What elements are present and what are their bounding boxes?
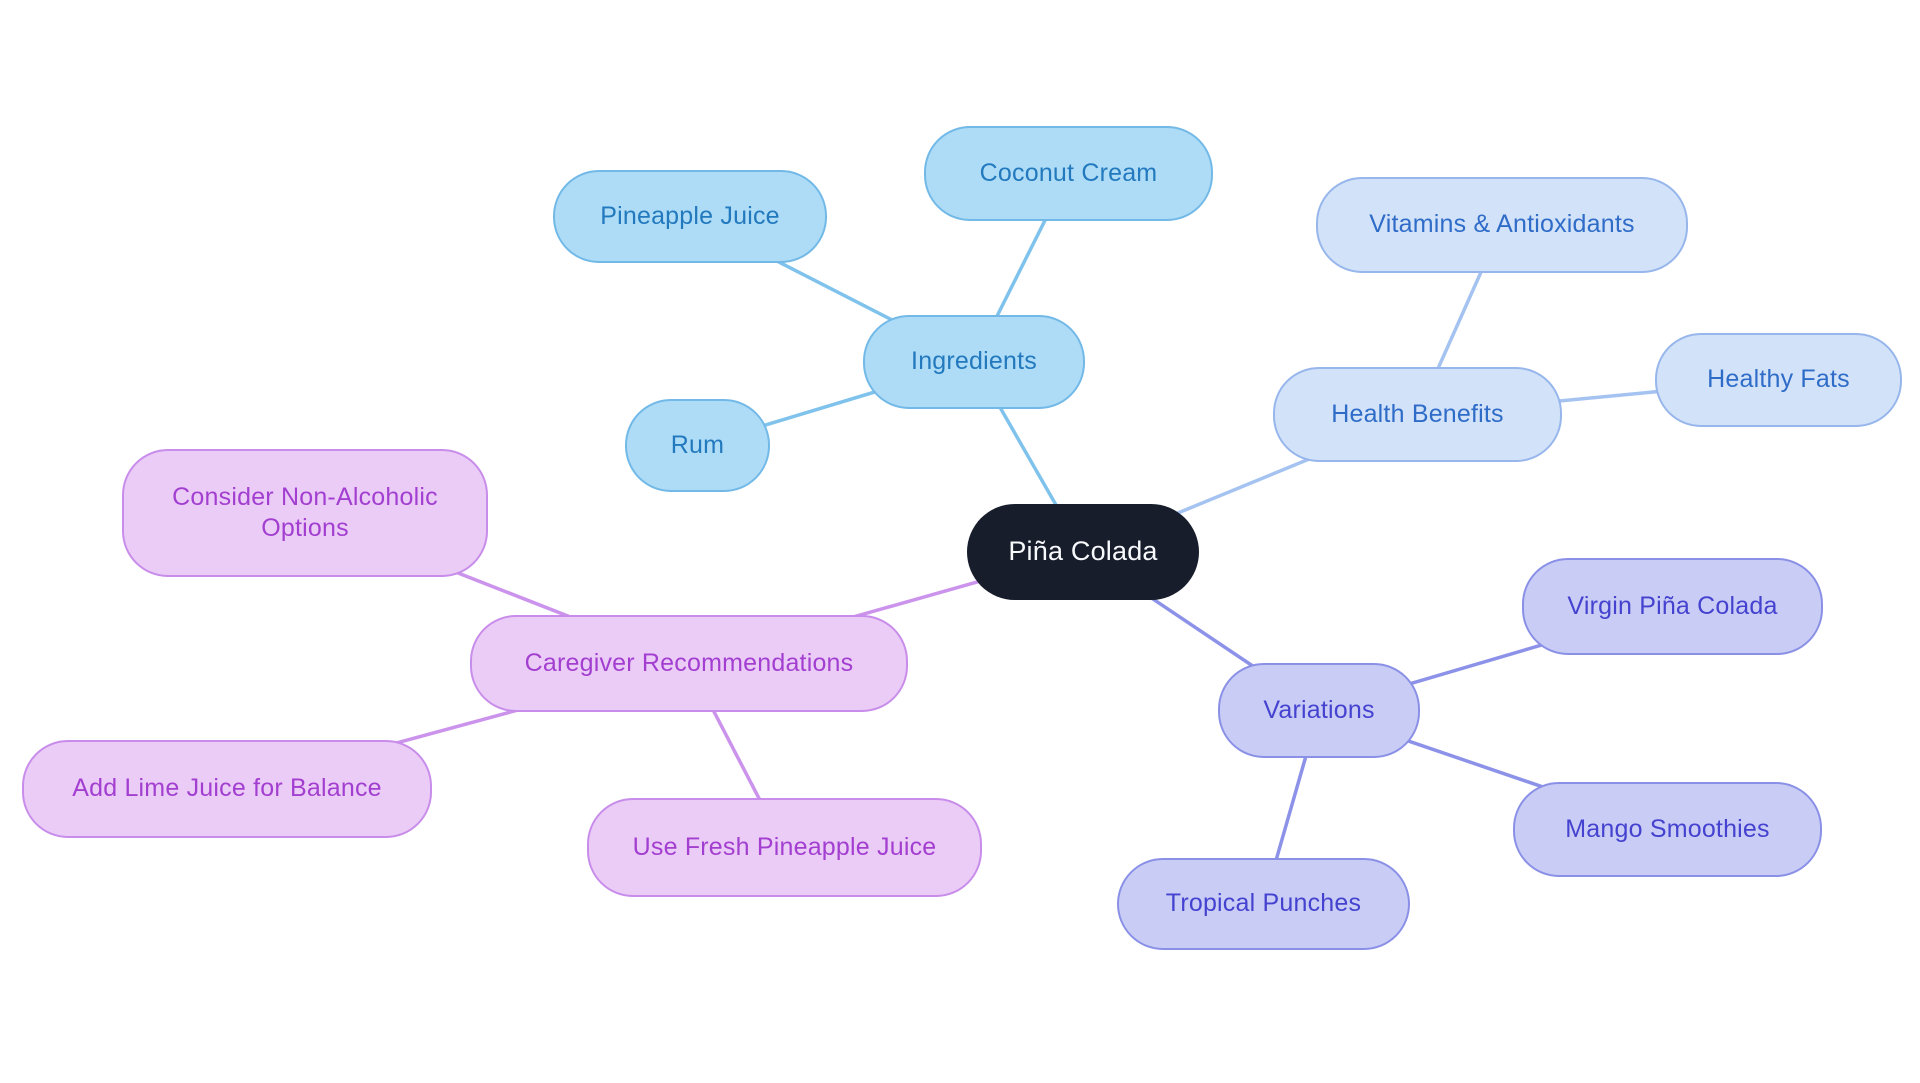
mindmap-node-variations[interactable]: Variations (1218, 663, 1420, 758)
node-label: Tropical Punches (1165, 889, 1362, 918)
mindmap-node-vitamins-antioxidants[interactable]: Vitamins & Antioxidants (1316, 177, 1688, 273)
mindmap-node-caregiver-recommendations[interactable]: Caregiver Recommendations (470, 615, 908, 712)
mindmap-node-pina-colada[interactable]: Piña Colada (967, 504, 1199, 600)
node-label: Ingredients (911, 347, 1037, 376)
node-label: Add Lime Juice for Balance (72, 774, 382, 803)
node-label: Health Benefits (1331, 399, 1504, 428)
node-label: Piña Colada (1008, 536, 1158, 567)
mindmap-node-mango-smoothies[interactable]: Mango Smoothies (1513, 782, 1822, 877)
node-label: Pineapple Juice (600, 201, 780, 230)
node-label: Caregiver Recommendations (524, 648, 854, 677)
node-label: Consider Non-Alcoholic Options (172, 482, 438, 542)
node-label: Vitamins & Antioxidants (1369, 210, 1635, 239)
node-label: Use Fresh Pineapple Juice (632, 832, 937, 861)
mindmap-node-coconut-cream[interactable]: Coconut Cream (924, 126, 1213, 221)
node-label: Rum (670, 430, 725, 459)
mindmap-node-virgin-pina-colada[interactable]: Virgin Piña Colada (1522, 558, 1823, 655)
mindmap-node-rum[interactable]: Rum (625, 399, 770, 492)
mindmap-node-ingredients[interactable]: Ingredients (863, 315, 1085, 409)
node-label: Virgin Piña Colada (1567, 591, 1778, 620)
mindmap-node-consider-non-alcoholic-options[interactable]: Consider Non-Alcoholic Options (122, 449, 488, 577)
mindmap-node-add-lime-juice-for-balance[interactable]: Add Lime Juice for Balance (22, 740, 432, 838)
mindmap-node-tropical-punches[interactable]: Tropical Punches (1117, 858, 1410, 950)
node-label: Mango Smoothies (1565, 814, 1770, 843)
node-label: Healthy Fats (1707, 365, 1850, 394)
mindmap-node-pineapple-juice[interactable]: Pineapple Juice (553, 170, 827, 263)
mindmap-node-health-benefits[interactable]: Health Benefits (1273, 367, 1562, 462)
node-label: Variations (1263, 695, 1375, 724)
node-label: Coconut Cream (979, 158, 1158, 187)
mindmap-node-healthy-fats[interactable]: Healthy Fats (1655, 333, 1902, 427)
mindmap-node-use-fresh-pineapple-juice[interactable]: Use Fresh Pineapple Juice (587, 798, 982, 897)
